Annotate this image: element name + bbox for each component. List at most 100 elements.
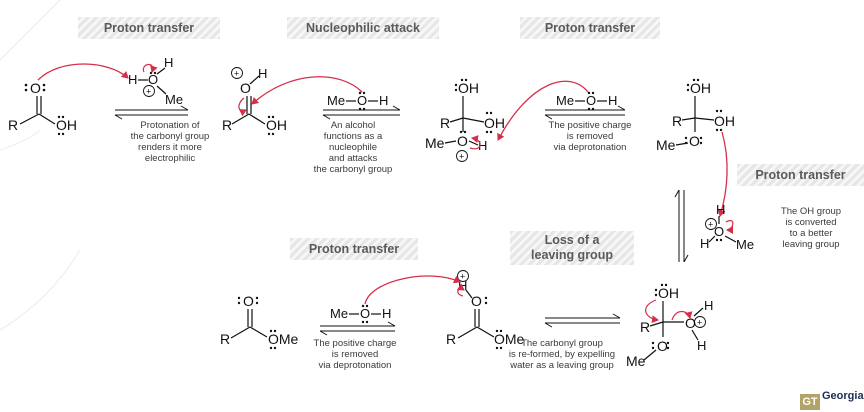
logo-mark: GT — [800, 394, 820, 410]
step-header-proton-transfer-4: Proton transfer — [290, 238, 418, 260]
atom-label: O — [360, 306, 370, 321]
atom-label: Me — [736, 237, 754, 252]
atom-label: H — [716, 202, 725, 217]
atom-label: R — [220, 331, 230, 347]
georgia-tech-logo: GT Georgia — [800, 390, 864, 412]
note-line: The carbonyl group — [521, 338, 603, 349]
note-line: electrophilic — [144, 153, 196, 164]
molecule-ester-product: O R OMe — [220, 293, 299, 350]
step-header-line-2: leaving group — [531, 248, 613, 262]
note-line: the carbonyl group — [130, 131, 210, 142]
atom-label: R — [672, 113, 682, 129]
note-line: via deprotonation — [553, 142, 627, 153]
atom-label: R — [440, 115, 450, 131]
atom-label: O — [685, 315, 696, 331]
note-line: An alcohol — [330, 120, 376, 131]
atom-label: Me — [626, 353, 646, 369]
curved-arrow — [364, 275, 461, 305]
note-line: The OH group — [780, 206, 842, 217]
atom-label: O — [657, 338, 668, 354]
step-header-line-1: Loss of a — [544, 233, 600, 247]
atom-label: OH — [56, 117, 77, 133]
logo-wordmark: Georgia — [822, 390, 864, 402]
molecule-tetrahedral-intermediate-2: OH R OH O Me — [656, 78, 735, 153]
atom-label: Me — [556, 93, 574, 108]
note-line: to a better — [789, 228, 833, 239]
note-line: is removed — [566, 131, 614, 142]
note-line: functions as a — [323, 131, 383, 142]
atom-label: OMe — [494, 331, 525, 347]
atom-label: Me — [656, 137, 676, 153]
charge-label: + — [234, 69, 239, 79]
atom-label: O — [243, 293, 254, 309]
note-line: The positive charge — [313, 338, 397, 349]
note-line: the carbonyl group — [313, 164, 393, 175]
step-header-proton-transfer-2: Proton transfer — [520, 17, 660, 39]
equilibrium-arrow-3 — [544, 105, 626, 120]
step-header-proton-transfer-3: Proton transfer — [737, 164, 864, 186]
atom-label: O — [30, 80, 41, 96]
atom-label: H — [704, 298, 713, 313]
note-line: is removed — [331, 349, 379, 360]
note-carbonyl-reformed: The carbonyl group is re-formed, by expe… — [492, 338, 632, 371]
note-deprotonation-1: The positive charge is removed via depro… — [535, 120, 645, 153]
atom-label: OH — [484, 115, 505, 131]
note-line: via deprotonation — [318, 360, 392, 371]
atom-label: H — [258, 66, 267, 81]
atom-label: OH — [458, 80, 479, 96]
equilibrium-arrow-5 — [544, 313, 621, 328]
atom-label: H — [608, 93, 617, 108]
atom-label: Me — [327, 93, 345, 108]
note-protonation: Protonation of the carbonyl group render… — [110, 120, 230, 164]
atom-label: O — [586, 93, 596, 108]
atom-label: H — [379, 93, 388, 108]
equilibrium-arrow-2 — [322, 105, 401, 120]
curved-arrow — [251, 76, 363, 105]
curved-arrow — [717, 131, 728, 217]
note-line: The positive charge — [548, 120, 632, 131]
note-line: and attacks — [328, 153, 378, 164]
note-line: renders it more — [138, 142, 202, 153]
note-line: is re-formed, by expelling — [508, 349, 616, 360]
step-header-proton-transfer-1: Proton transfer — [78, 17, 220, 39]
molecule-tetrahedral-intermediate-3: OH R O + H H O Me — [626, 283, 713, 369]
charge-label: + — [146, 87, 151, 97]
note-oh-leaving-group: The OH group is converted to a better le… — [766, 206, 856, 250]
molecule-methanol-1: Me O H — [327, 91, 388, 111]
note-line: nucleophile — [328, 142, 378, 153]
atom-label: R — [8, 117, 18, 133]
note-line: is converted — [785, 217, 837, 228]
equilibrium-arrow-1 — [114, 105, 189, 120]
step-header-loss-of-leaving-group: Loss of a leaving group — [510, 231, 634, 265]
charge-label: + — [708, 220, 713, 230]
atom-label: OH — [690, 80, 711, 96]
molecule-protonated-ester: H + O R OMe — [446, 270, 525, 350]
molecule-protonated-methanol-2: H O + H Me — [700, 202, 754, 252]
equilibrium-arrow-vertical — [674, 189, 689, 263]
atom-label: H — [164, 55, 173, 70]
atom-label: O — [148, 72, 158, 87]
atom-label: O — [689, 133, 700, 149]
atom-label: H — [382, 306, 391, 321]
molecule-protonated-methanol: H O H Me + — [128, 55, 183, 107]
atom-label: H — [700, 236, 709, 251]
molecule-protonated-carbonyl: O H + R OH — [222, 66, 287, 136]
note-line: leaving group — [782, 239, 840, 250]
atom-label: OH — [266, 117, 287, 133]
atom-label: Me — [425, 135, 445, 151]
molecule-methanol-2: Me O H — [556, 91, 617, 111]
atom-label: R — [446, 331, 456, 347]
atom-label: H — [478, 138, 487, 153]
molecule-tetrahedral-intermediate-1: OH R OH O Me H + — [425, 78, 505, 162]
curved-arrow — [37, 63, 129, 81]
charge-label: + — [459, 152, 464, 162]
note-line: water as a leaving group — [510, 360, 614, 371]
atom-label: R — [640, 319, 650, 335]
charge-label: + — [697, 318, 702, 328]
note-nucleophile: An alcohol functions as a nucleophile an… — [303, 120, 403, 175]
atom-label: O — [471, 293, 482, 309]
atom-label: OH — [714, 113, 735, 129]
